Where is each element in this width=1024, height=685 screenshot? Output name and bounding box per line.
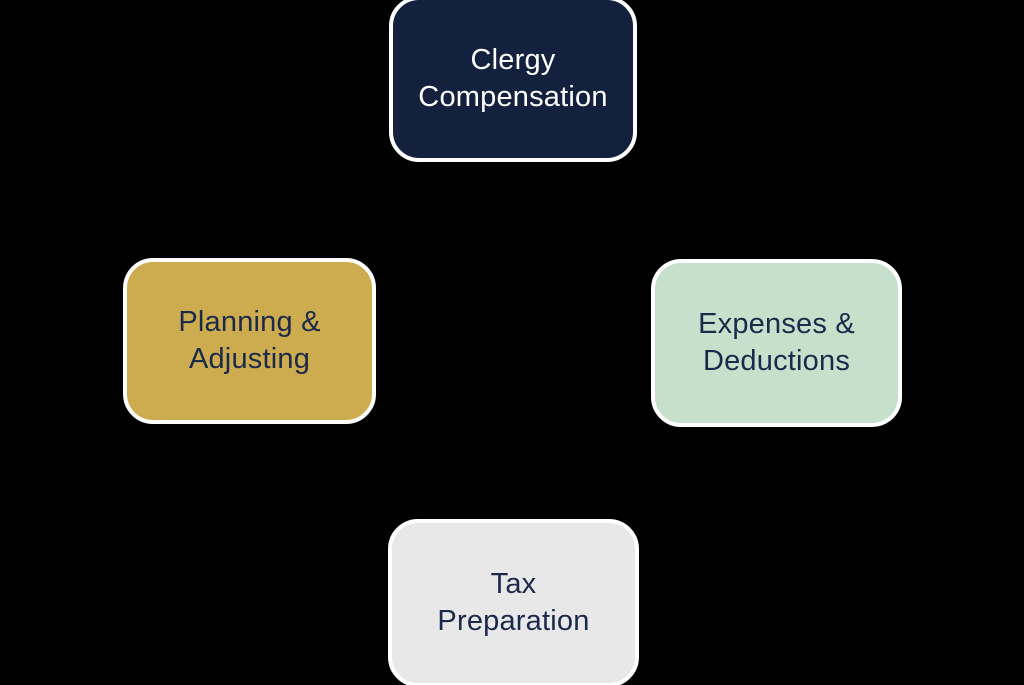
node-clergy-compensation: Clergy Compensation [389, 0, 637, 162]
node-expenses-deductions-label: Expenses & Deductions [698, 306, 855, 380]
node-label-line: Planning & [178, 305, 321, 338]
node-label-line: Preparation [437, 605, 590, 637]
node-label-line: Tax [490, 567, 537, 600]
node-tax-preparation: Tax Preparation [388, 519, 639, 685]
node-planning-adjusting: Planning & Adjusting [123, 258, 376, 424]
node-planning-adjusting-label: Planning & Adjusting [178, 304, 320, 378]
node-label-line: Expenses & [698, 307, 855, 340]
node-label-line: Adjusting [188, 343, 311, 375]
node-clergy-compensation-label: Clergy Compensation [418, 42, 607, 116]
node-label-line: Deductions [702, 345, 851, 377]
node-expenses-deductions: Expenses & Deductions [651, 259, 902, 427]
node-label-line: Clergy [470, 43, 556, 76]
node-tax-preparation-label: Tax Preparation [437, 566, 589, 640]
node-label-line: Compensation [418, 81, 608, 113]
